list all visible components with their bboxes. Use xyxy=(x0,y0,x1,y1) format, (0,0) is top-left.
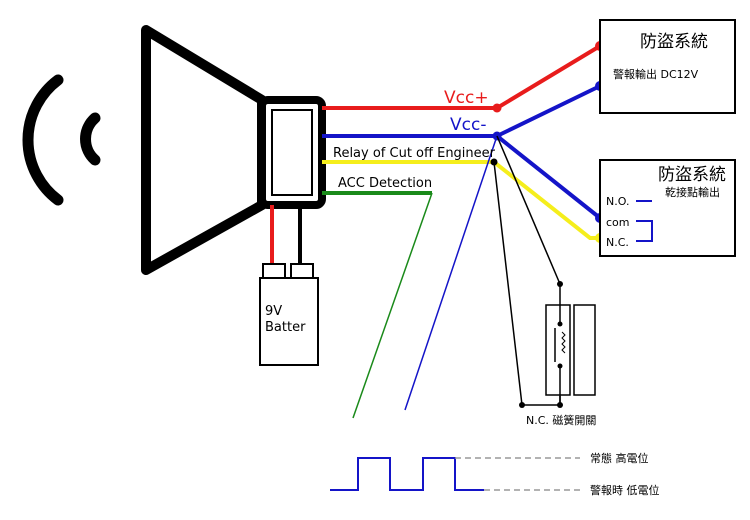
label-vcc-minus: Vcc- xyxy=(450,115,486,135)
wire-relay xyxy=(322,160,600,240)
signal-low-label: 警報時 低電位 xyxy=(590,483,660,497)
junction-mag-bottom xyxy=(519,402,525,408)
battery-body xyxy=(259,277,319,366)
label-relay: Relay of Cut off Engineer xyxy=(333,146,496,161)
battery-label-line2: Batter xyxy=(265,320,306,335)
wire-acc-lead xyxy=(352,192,433,419)
wire-black-mag-1 xyxy=(496,135,561,285)
wire-vcc-minus-lead xyxy=(404,135,498,411)
alarm-box-2-subtitle: 乾接點輸出 xyxy=(665,185,720,199)
alarm-box-1-title: 防盜系統 xyxy=(640,32,708,52)
reed-switch-magnet xyxy=(573,304,596,396)
signal-waveform xyxy=(330,457,484,491)
alarm-box-2 xyxy=(599,159,736,257)
label-vcc-plus: Vcc+ xyxy=(444,88,489,108)
wire-vcc-minus-to-com xyxy=(495,134,602,220)
reed-spring-icon xyxy=(561,331,566,354)
siren-horn-icon xyxy=(141,25,267,275)
battery-terminal-left xyxy=(262,263,286,279)
signal-high-label: 常態 高電位 xyxy=(590,451,649,465)
junction-vcc-plus xyxy=(492,103,502,113)
reed-switch-body xyxy=(545,304,571,396)
battery-terminal-right xyxy=(290,263,314,279)
siren-back-inner xyxy=(271,109,313,196)
alarm-box-1 xyxy=(599,19,736,114)
alarm-box-1-subtitle: 警報輸出 DC12V xyxy=(613,67,699,81)
sound-wave-outer-icon xyxy=(22,74,64,206)
reed-contact-top xyxy=(557,321,563,327)
nc-label: N.C. xyxy=(606,236,629,249)
wire-vcc-minus-to-alarm1 xyxy=(496,84,601,138)
alarm-box-2-title: 防盜系統 xyxy=(658,165,726,185)
battery-label-line1: 9V xyxy=(265,304,282,319)
no-label: N.O. xyxy=(606,195,629,208)
magnetic-switch-label: N.C. 磁簧開關 xyxy=(526,413,596,427)
com-nc-contact xyxy=(636,220,653,242)
label-acc: ACC Detection xyxy=(338,176,432,191)
reed-contact-bottom xyxy=(557,363,563,369)
com-label: com xyxy=(606,216,630,229)
sound-wave-inner-icon xyxy=(80,112,101,166)
